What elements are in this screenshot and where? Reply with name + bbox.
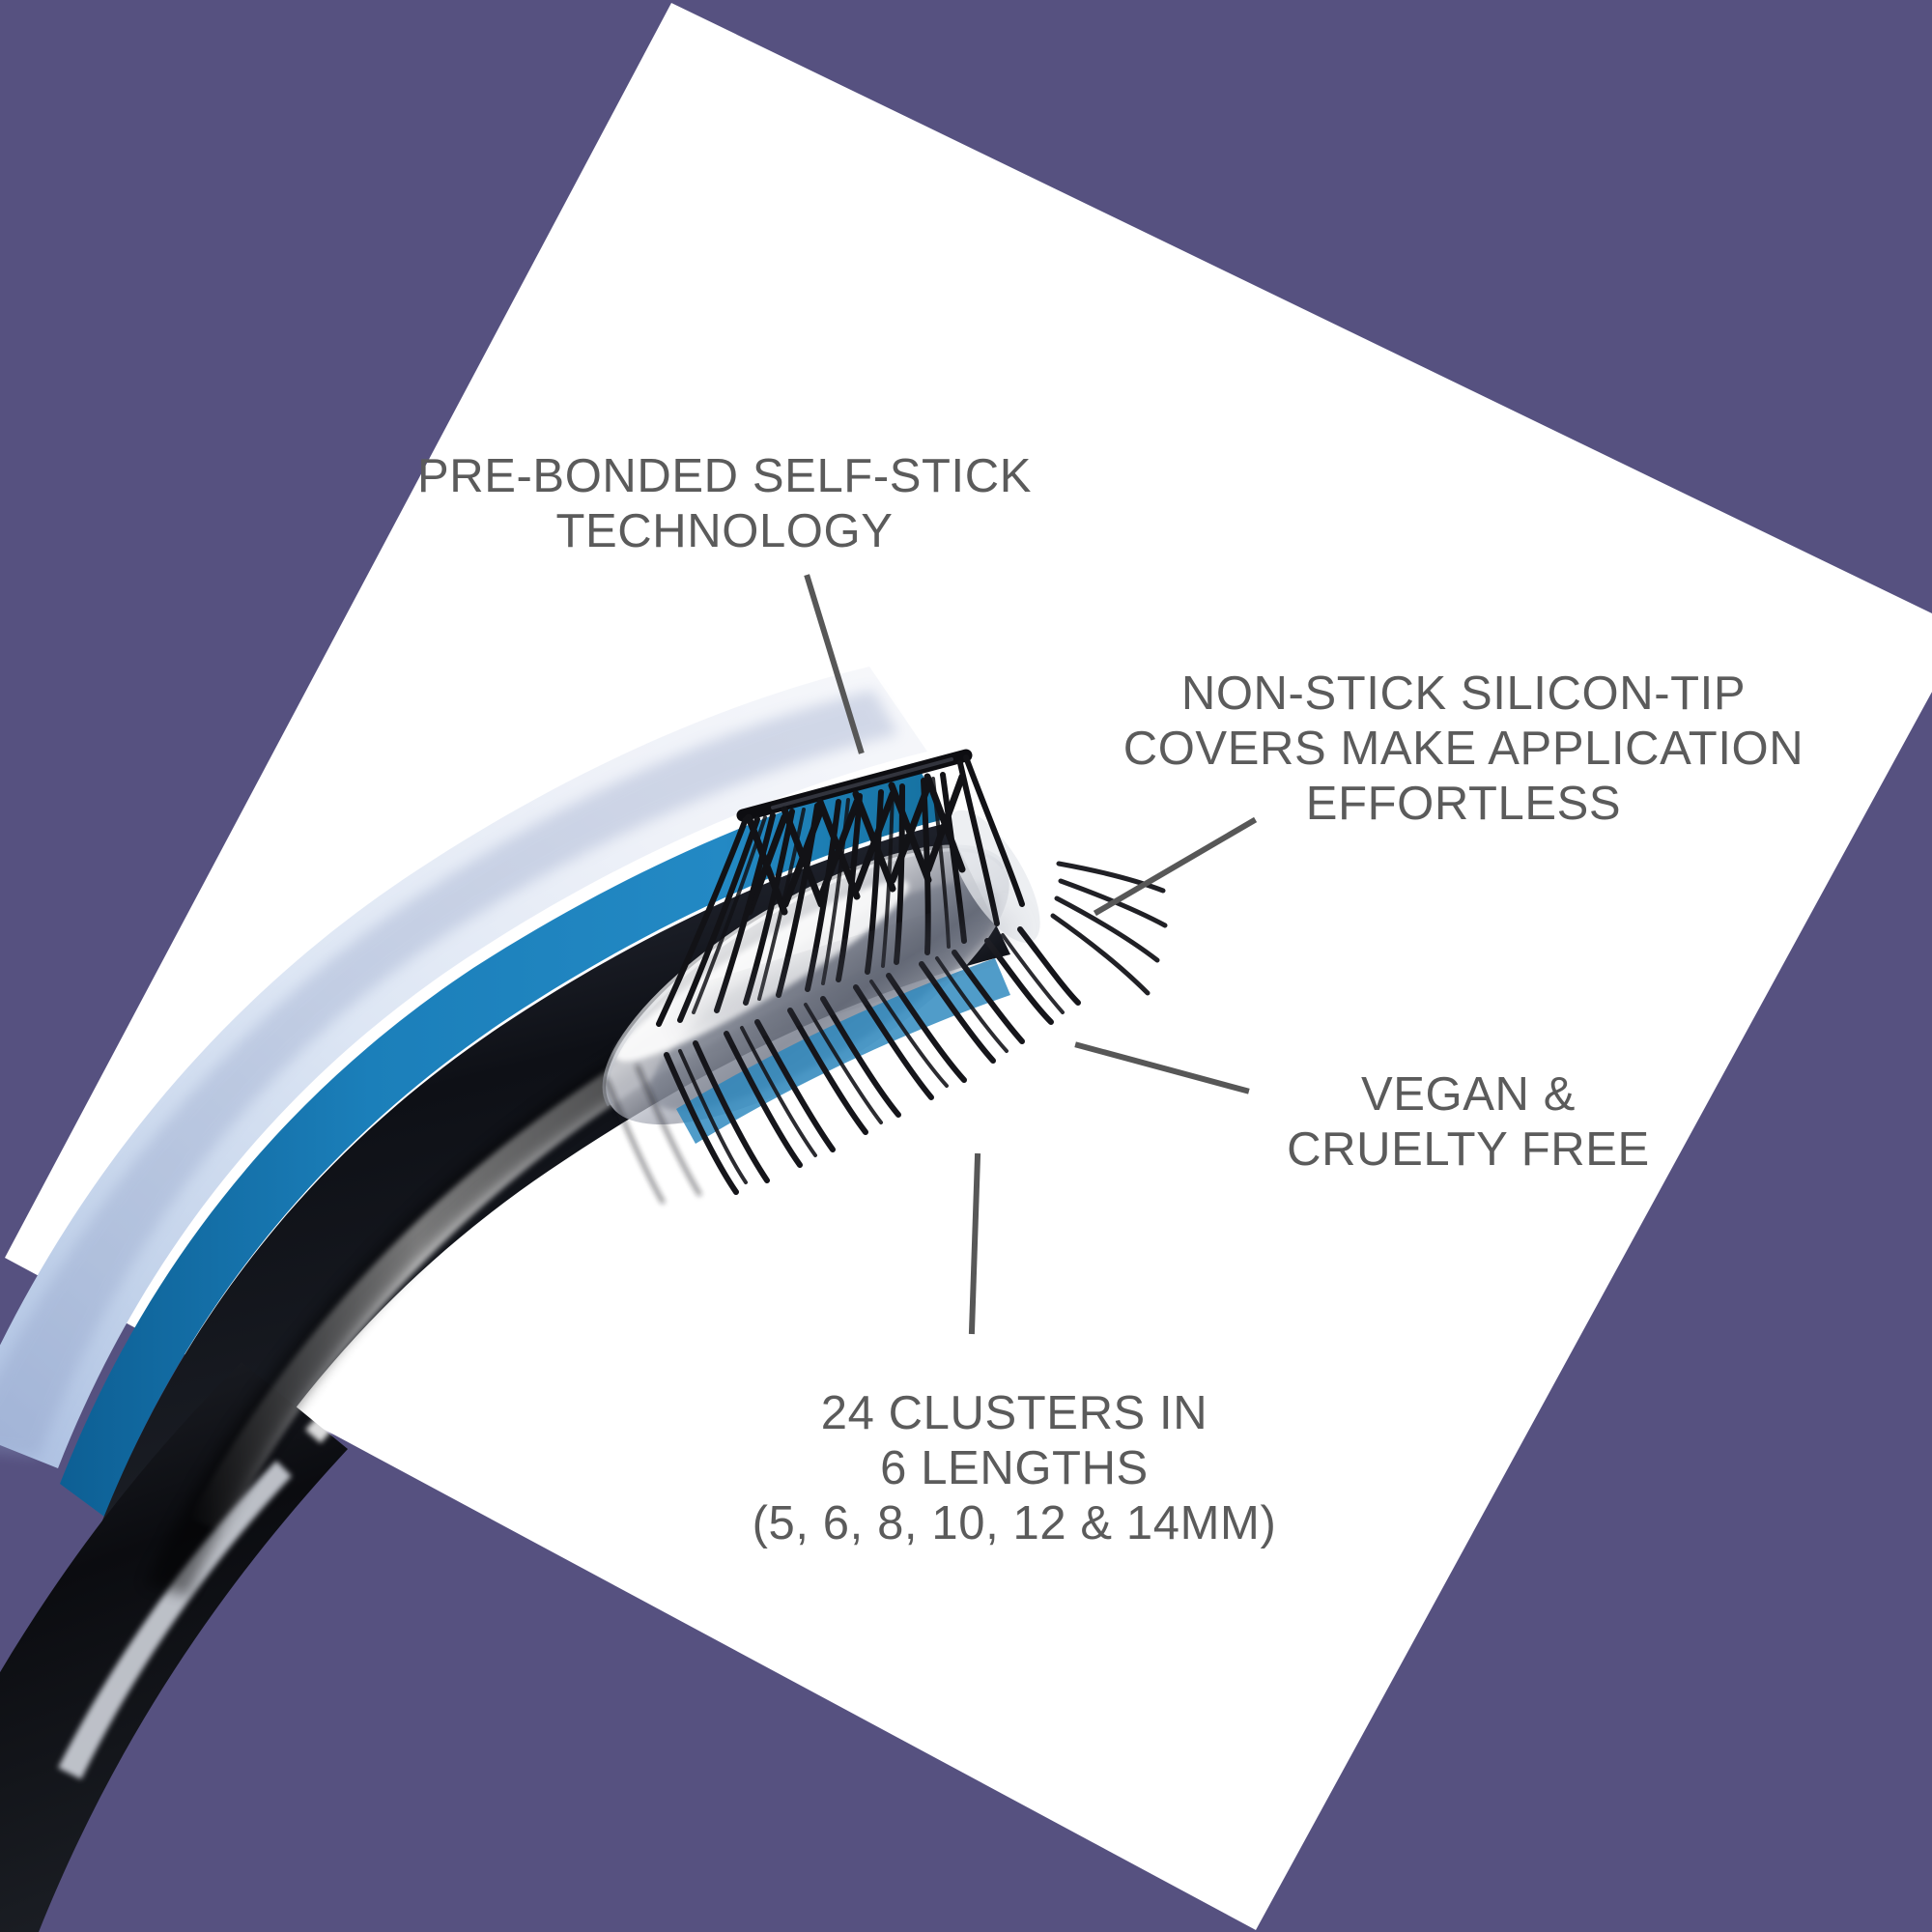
silicon-cover-end-cap xyxy=(948,810,1040,943)
feature-label-pre-bonded-self-stick-technology: PRE-BONDED SELF-STICK TECHNOLOGY xyxy=(416,450,1033,557)
lash-tips-right xyxy=(1050,861,1168,996)
feature-label-clusters-and-lengths: 24 CLUSTERS IN 6 LENGTHS (5, 6, 8, 10, 1… xyxy=(752,1387,1277,1549)
leader-line-pre-bonded xyxy=(804,574,865,754)
lash-clusters-lower xyxy=(605,861,1168,1204)
feature-label-vegan-cruelty-free: VEGAN & CRUELTY FREE xyxy=(1287,1068,1650,1176)
feature-label-non-stick-silicon-tip: NON-STICK SILICON-TIP COVERS MAKE APPLIC… xyxy=(1122,668,1804,830)
white-card xyxy=(5,3,1932,1930)
leader-line-vegan xyxy=(1074,1041,1250,1094)
wand-specular-highlight-2 xyxy=(58,1461,292,1779)
wand-specular-dot xyxy=(305,1323,429,1443)
lash-contact-shadow xyxy=(683,916,1017,1032)
lash-under-cover xyxy=(605,1065,701,1204)
leader-line-non-stick xyxy=(1093,816,1258,917)
leader-line-clusters xyxy=(968,1152,981,1335)
lash-band-spine-gloss xyxy=(771,757,953,810)
